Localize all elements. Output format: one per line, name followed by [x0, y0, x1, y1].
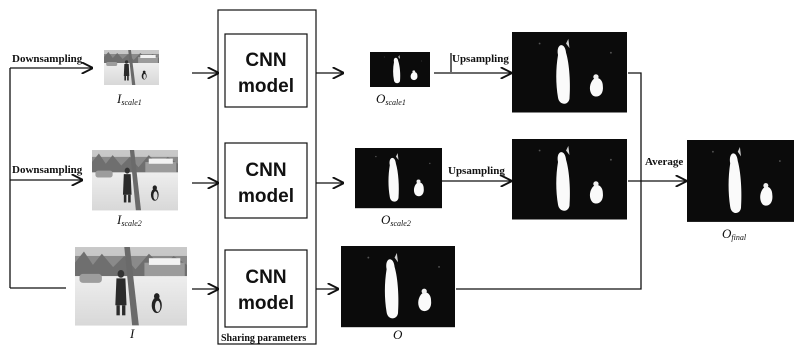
upsampling-label-2: Upsampling: [448, 165, 505, 177]
average-label: Average: [645, 156, 683, 168]
sharing-parameters-label: Sharing parameters: [221, 333, 306, 344]
sharing-parameters-box: [217, 9, 317, 345]
caption-input-full: I: [129, 326, 135, 341]
upsampling-label-1: Upsampling: [452, 53, 509, 65]
cnn-label-top-2: CNN: [245, 160, 286, 181]
input-image-full: [75, 247, 187, 326]
upsampled-map-1: [512, 32, 627, 113]
output-map-scale1: [370, 52, 430, 87]
merge-line-top: [628, 72, 642, 181]
input-image-scale2: [92, 150, 178, 211]
output-map-full: [341, 246, 455, 328]
caption-input-scale1: Iscale1: [116, 91, 142, 107]
downsampling-label-2: Downsampling: [12, 164, 83, 176]
cnn-model-block-1: CNN model: [224, 33, 308, 108]
merge-line-bottom: [456, 181, 642, 290]
cnn-model-block-3: CNN model: [224, 249, 308, 328]
cnn-label-bottom-2: model: [238, 186, 294, 207]
cnn-model-block-2: CNN model: [224, 142, 308, 219]
cnn-label-top-3: CNN: [245, 267, 286, 288]
caption-output-scale2: Oscale2: [381, 212, 411, 228]
final-output-map: [687, 140, 794, 222]
cnn-label-bottom-1: model: [238, 76, 294, 97]
output-map-scale2: [355, 148, 442, 209]
caption-output-final: Ofinal: [722, 226, 747, 242]
caption-output-scale1: Oscale1: [376, 91, 406, 107]
downsampling-label-1: Downsampling: [12, 53, 83, 65]
cnn-label-top-1: CNN: [245, 50, 286, 71]
caption-input-scale2: Iscale2: [116, 212, 142, 228]
input-image-scale1: [104, 50, 159, 85]
cnn-label-bottom-3: model: [238, 293, 294, 314]
upsampled-map-2: [512, 139, 627, 220]
caption-output-full: O: [393, 327, 403, 342]
